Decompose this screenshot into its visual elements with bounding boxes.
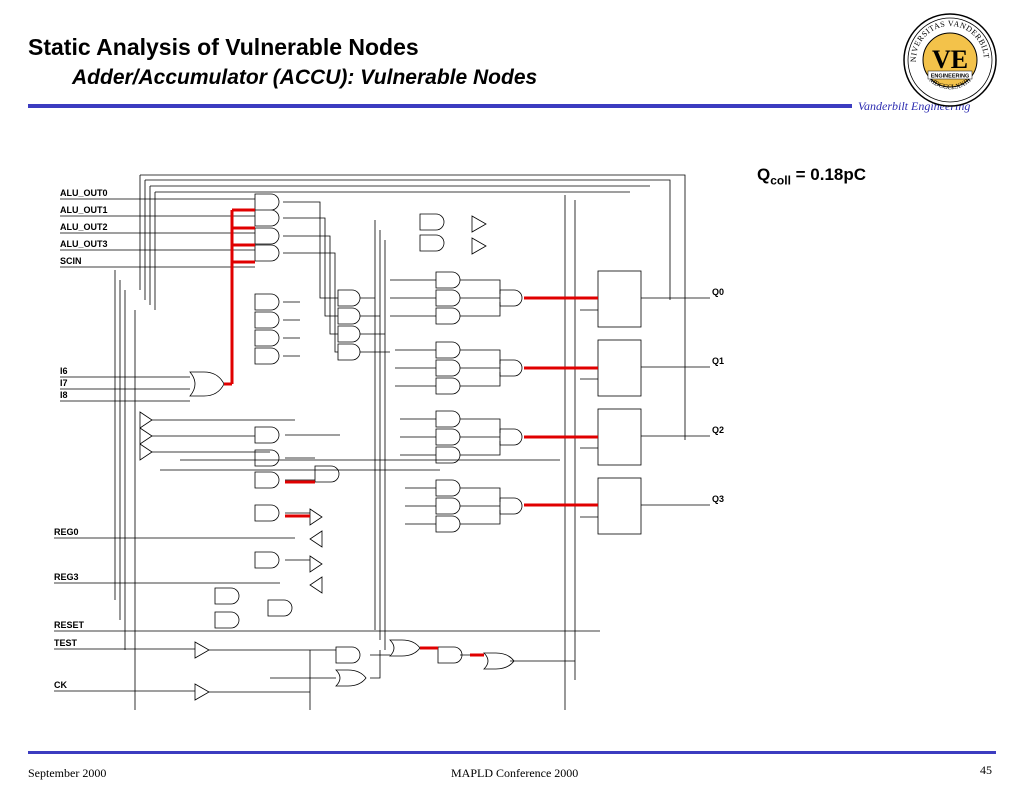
- pin-scin: SCIN: [60, 256, 82, 266]
- header-rule: [28, 104, 852, 108]
- pin-q0: Q0: [712, 287, 724, 297]
- qcoll-symbol: Q: [757, 165, 771, 184]
- page-number: 45: [980, 763, 992, 777]
- pin-reg0: REG0: [54, 527, 79, 537]
- qcoll-value: = 0.18pC: [790, 165, 867, 184]
- pin-q3: Q3: [712, 494, 724, 504]
- pin-q2: Q2: [712, 425, 724, 435]
- feedback-bus: [114, 174, 686, 710]
- slide-subtitle: Adder/Accumulator (ACCU): Vulnerable Nod…: [72, 66, 538, 89]
- flip-flops: [580, 270, 710, 535]
- logo-center-text: VE: [932, 45, 968, 74]
- vanderbilt-engineering-logo: UNIVERSITAS VANDERBILTIA MDCCCLXXIII VE …: [902, 12, 997, 107]
- qcoll-annotation: Qcoll = 0.18pC: [757, 165, 866, 187]
- slide-title: Static Analysis of Vulnerable Nodes: [28, 34, 419, 60]
- footer-conference: MAPLD Conference 2000: [451, 766, 579, 780]
- pin-alu-out1: ALU_OUT1: [60, 205, 108, 215]
- input-pin-labels: ALU_OUT0 ALU_OUT1 ALU_OUT2 ALU_OUT3 SCIN…: [54, 188, 108, 690]
- pin-i6: I6: [60, 366, 68, 376]
- vulnerable-nodes: [224, 208, 598, 657]
- pin-q1: Q1: [712, 356, 724, 366]
- pin-reg3: REG3: [54, 572, 79, 582]
- logo-band-text: ENGINEERING: [931, 74, 970, 80]
- gate-bank-upper: [254, 193, 390, 365]
- qcoll-subscript: coll: [770, 173, 791, 188]
- control-logic: [194, 639, 575, 710]
- i-decode-gate: [189, 371, 225, 397]
- bit-slices: [390, 213, 523, 533]
- output-pin-labels: Q0 Q1 Q2 Q3: [712, 287, 724, 504]
- gate-bank-middle: [139, 411, 560, 629]
- pin-ck: CK: [54, 680, 67, 690]
- pin-test: TEST: [54, 638, 78, 648]
- pin-alu-out0: ALU_OUT0: [60, 188, 108, 198]
- pin-i8: I8: [60, 390, 68, 400]
- pin-reset: RESET: [54, 620, 85, 630]
- input-wires: [54, 198, 600, 692]
- pin-alu-out3: ALU_OUT3: [60, 239, 108, 249]
- accu-schematic: ALU_OUT0 ALU_OUT1 ALU_OUT2 ALU_OUT3 SCIN…: [54, 174, 724, 710]
- pin-i7: I7: [60, 378, 68, 388]
- footer-date: September 2000: [28, 766, 107, 780]
- footer-rule: [28, 751, 996, 754]
- pin-alu-out2: ALU_OUT2: [60, 222, 108, 232]
